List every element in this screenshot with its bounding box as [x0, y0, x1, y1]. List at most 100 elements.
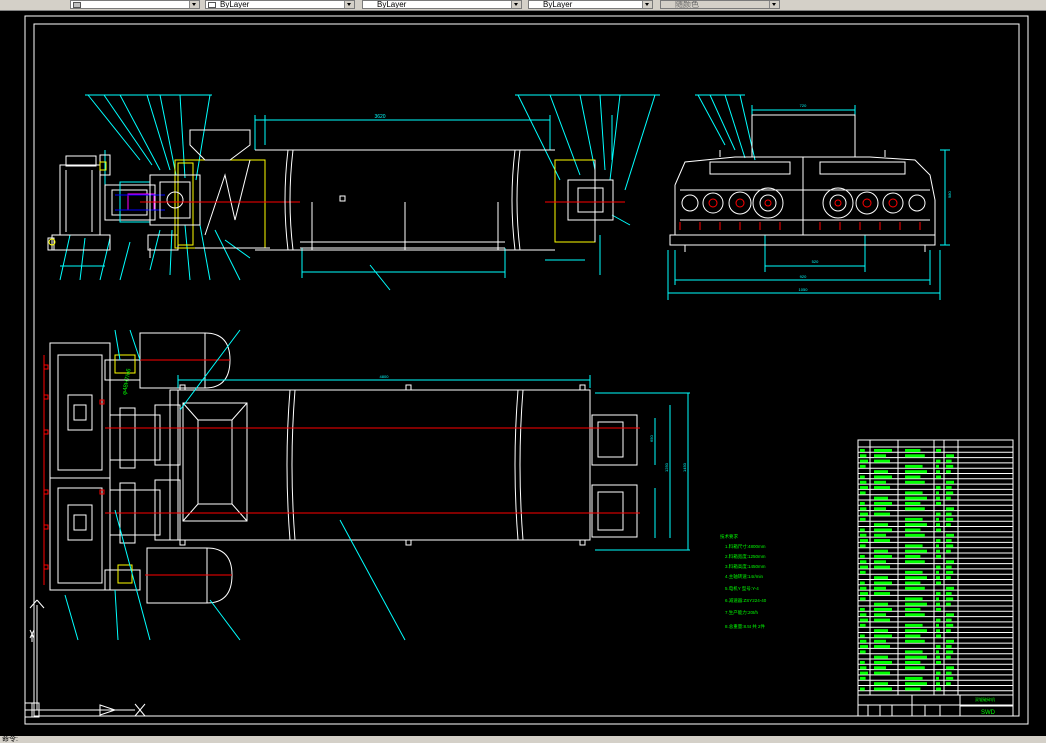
svg-text:技术要求: 技术要求	[720, 533, 738, 540]
parts-list-mark	[905, 491, 923, 495]
svg-text:6.减速器:ZSY224-40: 6.减速器:ZSY224-40	[725, 597, 767, 604]
parts-list-mark	[946, 491, 954, 495]
parts-list-mark	[936, 565, 941, 569]
layer-dropdown[interactable]	[70, 0, 200, 9]
parts-list-mark	[936, 523, 940, 527]
parts-list-mark	[946, 576, 951, 580]
parts-list-mark	[946, 639, 954, 643]
cad-drawing-canvas[interactable]: 3620	[0, 10, 1046, 736]
parts-list-mark	[860, 475, 865, 479]
parts-list-mark	[905, 480, 925, 484]
parts-list-mark	[860, 592, 868, 596]
linetype-dropdown[interactable]: ByLayer	[362, 0, 522, 9]
parts-list-mark	[905, 639, 925, 643]
parts-list-mark	[905, 533, 925, 537]
parts-list-mark	[905, 597, 923, 601]
svg-text:8.总重量:8.5t 共 2件: 8.总重量:8.5t 共 2件	[725, 623, 766, 630]
parts-list-mark	[936, 470, 940, 474]
parts-list-mark	[874, 523, 888, 527]
parts-list-mark	[874, 528, 892, 532]
parts-list-mark	[946, 570, 954, 574]
parts-list-mark	[905, 629, 927, 633]
parts-list-mark	[874, 512, 890, 516]
parts-list-mark	[946, 533, 954, 537]
parts-list-mark	[905, 496, 927, 500]
parts-list-mark	[905, 454, 925, 458]
parts-list-mark	[905, 676, 923, 680]
parts-list-mark	[874, 613, 886, 617]
parts-list-mark	[874, 480, 886, 484]
parts-list-mark	[936, 464, 939, 468]
parts-list-mark	[860, 528, 865, 532]
color-dropdown[interactable]: ByLayer	[205, 0, 355, 9]
parts-list-mark	[936, 682, 940, 686]
command-line[interactable]: 命令:	[0, 736, 1046, 743]
color-swatch-icon	[208, 2, 216, 8]
parts-list-mark	[905, 555, 921, 558]
parts-list-mark	[874, 470, 888, 474]
parts-list-mark	[936, 618, 941, 622]
parts-list-mark	[936, 623, 939, 627]
parts-list-mark	[936, 491, 939, 495]
parts-list-mark	[874, 454, 886, 458]
parts-list-mark	[860, 687, 865, 691]
parts-list-mark	[860, 539, 868, 543]
parts-list-mark	[946, 666, 954, 670]
parts-list-mark	[905, 586, 925, 590]
chevron-down-icon[interactable]	[642, 1, 652, 8]
parts-list-mark	[874, 549, 888, 553]
parts-list-mark	[905, 666, 925, 670]
parts-list-mark	[946, 602, 951, 606]
drawing-border-outer	[24, 15, 1029, 725]
parts-list-mark	[905, 570, 923, 574]
parts-list-mark	[860, 639, 867, 643]
parts-list-mark	[860, 512, 868, 516]
svg-text:2.料箱宽度:1250mm: 2.料箱宽度:1250mm	[725, 553, 766, 560]
svg-text:650: 650	[649, 435, 654, 442]
parts-list-mark	[874, 608, 892, 611]
chevron-down-icon[interactable]	[511, 1, 521, 8]
parts-list-mark	[946, 470, 951, 474]
parts-list-mark	[936, 687, 941, 691]
parts-list-mark	[860, 491, 866, 495]
parts-list-mark	[874, 661, 892, 664]
parts-list-mark	[874, 576, 888, 580]
parts-list-mark	[946, 623, 954, 627]
drawing-border-inner	[33, 23, 1020, 717]
parts-list-mark	[936, 570, 939, 574]
parts-list-mark	[874, 629, 888, 633]
parts-list-mark	[946, 618, 952, 622]
parts-list-mark	[905, 613, 925, 617]
plotstyle-dropdown[interactable]: 随颜色	[660, 0, 780, 9]
parts-list-mark	[874, 682, 888, 686]
parts-list-mark	[860, 449, 865, 452]
layer-color-icon	[73, 2, 81, 8]
parts-list-mark	[936, 671, 941, 675]
parts-list-mark	[905, 475, 921, 479]
parts-list-mark	[905, 544, 923, 548]
parts-list-mark	[946, 565, 952, 569]
parts-list-mark	[874, 555, 892, 558]
parts-list-mark	[946, 645, 952, 649]
parts-list-mark	[936, 634, 941, 638]
lineweight-dropdown[interactable]: ByLayer	[528, 0, 653, 9]
svg-text:1250: 1250	[664, 462, 669, 472]
chevron-down-icon[interactable]	[344, 1, 354, 8]
parts-list-mark	[936, 502, 941, 505]
parts-list-mark	[874, 581, 892, 585]
parts-list-mark	[936, 512, 941, 516]
parts-list-mark	[936, 549, 940, 553]
parts-list-mark	[860, 661, 865, 664]
parts-list-mark	[860, 645, 868, 649]
parts-list-table: 双辊破碎机 SWD	[857, 439, 1014, 717]
parts-list-mark	[936, 597, 939, 601]
parts-list-mark	[946, 655, 951, 659]
parts-list-mark	[905, 650, 923, 654]
svg-text:3620: 3620	[374, 114, 385, 120]
parts-list-mark	[860, 597, 866, 601]
chevron-down-icon[interactable]	[189, 1, 199, 8]
parts-list-mark	[936, 517, 939, 521]
parts-list-mark	[905, 549, 927, 553]
chevron-down-icon[interactable]	[769, 1, 779, 8]
parts-list-mark	[860, 565, 868, 569]
